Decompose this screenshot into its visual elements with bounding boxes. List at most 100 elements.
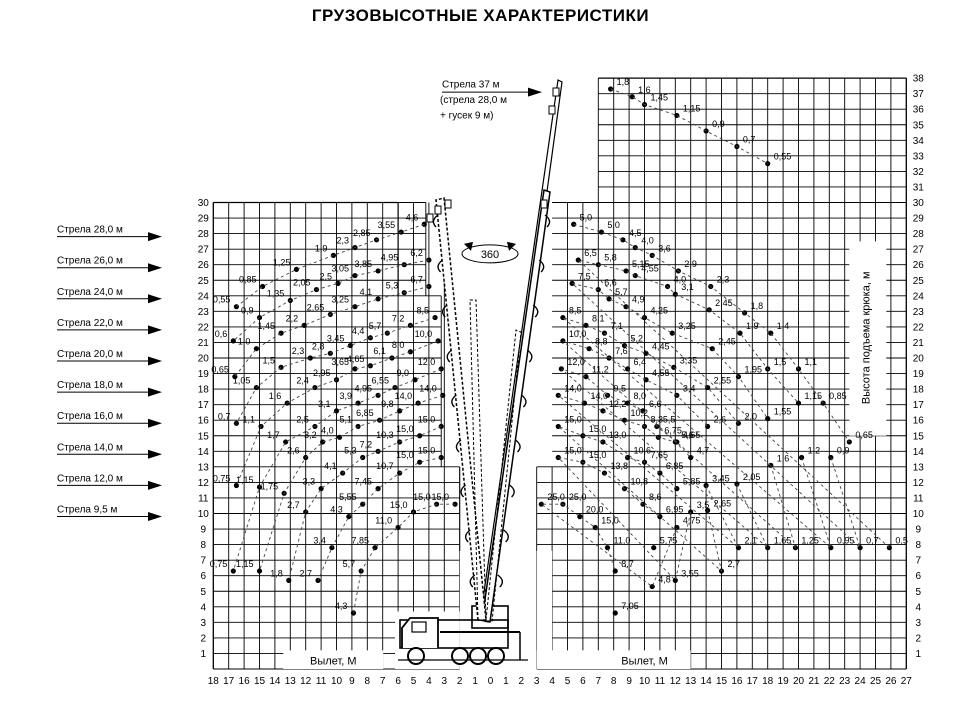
data-label-right: 1,8 xyxy=(617,77,630,87)
data-label-right: 2,1 xyxy=(744,536,757,546)
x-tick-right: 16 xyxy=(731,676,743,687)
x-tick-right: 6 xyxy=(580,676,586,687)
data-label-right: 0,9 xyxy=(837,446,850,456)
data-label-right: 7,65 xyxy=(651,450,669,460)
load-curve xyxy=(573,223,850,443)
truck-cab-icon xyxy=(401,617,439,648)
data-label-right: 6,6 xyxy=(649,399,662,409)
data-label-left: 3,3 xyxy=(303,477,316,487)
y-tick-left: 19 xyxy=(198,369,210,380)
data-label-left: 0,9 xyxy=(241,306,254,316)
y-tick-right: 8 xyxy=(916,540,922,551)
x-tick-right: 10 xyxy=(639,676,651,687)
data-point-left xyxy=(293,266,300,272)
y-tick-right: 37 xyxy=(913,89,925,100)
data-label-left: 3,9 xyxy=(340,391,353,401)
y-tick-left: 11 xyxy=(198,493,209,504)
load-curve xyxy=(234,286,430,377)
boom-section-icon xyxy=(451,394,457,408)
y-tick-right: 36 xyxy=(913,105,925,116)
data-point-right xyxy=(649,583,655,590)
x-tick-right: 18 xyxy=(762,676,774,687)
data-label-left: 15,0 xyxy=(418,414,436,424)
data-label-right: 14,0 xyxy=(590,391,608,401)
y-tick-right: 38 xyxy=(913,74,925,85)
x-tick-right: 20 xyxy=(793,676,805,687)
arrow-right-icon xyxy=(148,356,162,366)
y-tick-left: 17 xyxy=(198,400,210,411)
data-label-right: 5,0 xyxy=(580,212,593,222)
x-axis-label-left: Вылет, М xyxy=(310,655,357,667)
x-tick-right: 13 xyxy=(685,676,697,687)
y-tick-right: 4 xyxy=(916,602,922,613)
x-tick-right: 5 xyxy=(565,676,571,687)
xlabel-box-left xyxy=(283,650,384,669)
x-axis-label-right: Вылет, М xyxy=(621,655,668,667)
data-label-right: 8,6 xyxy=(649,492,662,502)
data-point-left xyxy=(352,366,358,372)
data-label-left: 5,7 xyxy=(343,559,356,569)
data-label-right: 2,45 xyxy=(718,337,736,347)
data-label-right: 10,6 xyxy=(634,446,652,456)
data-label-left: 1,15 xyxy=(236,475,254,485)
x-tick-right: 1 xyxy=(503,676,509,687)
x-tick-right: 11 xyxy=(655,676,666,687)
boom-section-icon xyxy=(469,574,476,588)
y-tick-right: 13 xyxy=(913,462,925,473)
data-label-left: 8,0 xyxy=(392,340,405,350)
data-label-left: 1,6 xyxy=(269,391,282,401)
data-label-right: 3,35 xyxy=(680,355,698,365)
data-label-right: 3,6 xyxy=(658,243,671,253)
data-label-left: 2,7 xyxy=(287,500,300,510)
data-label-right: 8,8 xyxy=(595,337,608,347)
data-label-left: 4,3 xyxy=(330,505,343,515)
data-label-left: 2,4 xyxy=(296,376,309,386)
data-point-left xyxy=(417,459,423,465)
x-tick-left: 1 xyxy=(472,676,478,687)
data-label-right: 15,0 xyxy=(589,450,607,460)
y-tick-left: 4 xyxy=(201,602,207,613)
y-tick-right: 28 xyxy=(913,229,925,240)
data-point-left xyxy=(421,221,427,227)
data-label-right: 4,5 xyxy=(629,228,642,238)
load-curve xyxy=(557,425,723,573)
x-tick-right: 2 xyxy=(519,676,525,687)
arrow-right-icon xyxy=(148,449,162,459)
boom-length-label: Стрела 14,0 м xyxy=(57,442,123,453)
boom-section-icon xyxy=(432,214,439,228)
data-label-left: 0,65 xyxy=(211,365,229,375)
data-point-left xyxy=(407,349,414,355)
x-tick-left: 18 xyxy=(208,676,220,687)
y-tick-right: 31 xyxy=(913,182,925,193)
boom-length-label: Стрела 18,0 м xyxy=(57,380,123,391)
data-point-left xyxy=(412,377,418,383)
y-tick-right: 7 xyxy=(916,556,922,567)
data-point-right xyxy=(569,280,575,286)
data-label-right: 2,65 xyxy=(714,498,732,508)
data-label-left: 5,3 xyxy=(344,446,357,456)
wheel-icon xyxy=(469,647,487,665)
rotation-arrow-icon xyxy=(507,241,516,251)
boom-section-icon xyxy=(455,439,462,453)
data-label-left: 15,0 xyxy=(418,446,436,456)
data-label-right: 25,0 xyxy=(547,492,565,502)
data-label-right: 5,2 xyxy=(630,334,643,344)
data-label-right: 15,0 xyxy=(564,414,582,424)
data-label-right: 6,6 xyxy=(604,278,617,288)
y-tick-right: 15 xyxy=(913,431,925,442)
data-label-left: 0,7 xyxy=(218,411,231,421)
data-point-left xyxy=(336,434,343,440)
data-point-left xyxy=(307,355,313,361)
data-label-right: 4,9 xyxy=(632,295,645,305)
data-label-left: 0,75 xyxy=(213,474,231,484)
x-tick-right: 8 xyxy=(611,676,617,687)
y-tick-left: 6 xyxy=(201,571,207,582)
wheel-icon xyxy=(487,647,505,665)
arrow-right-icon xyxy=(148,294,162,304)
data-label-left: 4,95 xyxy=(355,383,373,393)
load-curve xyxy=(561,368,769,549)
y-tick-right: 27 xyxy=(913,245,925,256)
data-label-right: 6,5 xyxy=(584,248,597,258)
boom-section-icon xyxy=(497,574,504,588)
